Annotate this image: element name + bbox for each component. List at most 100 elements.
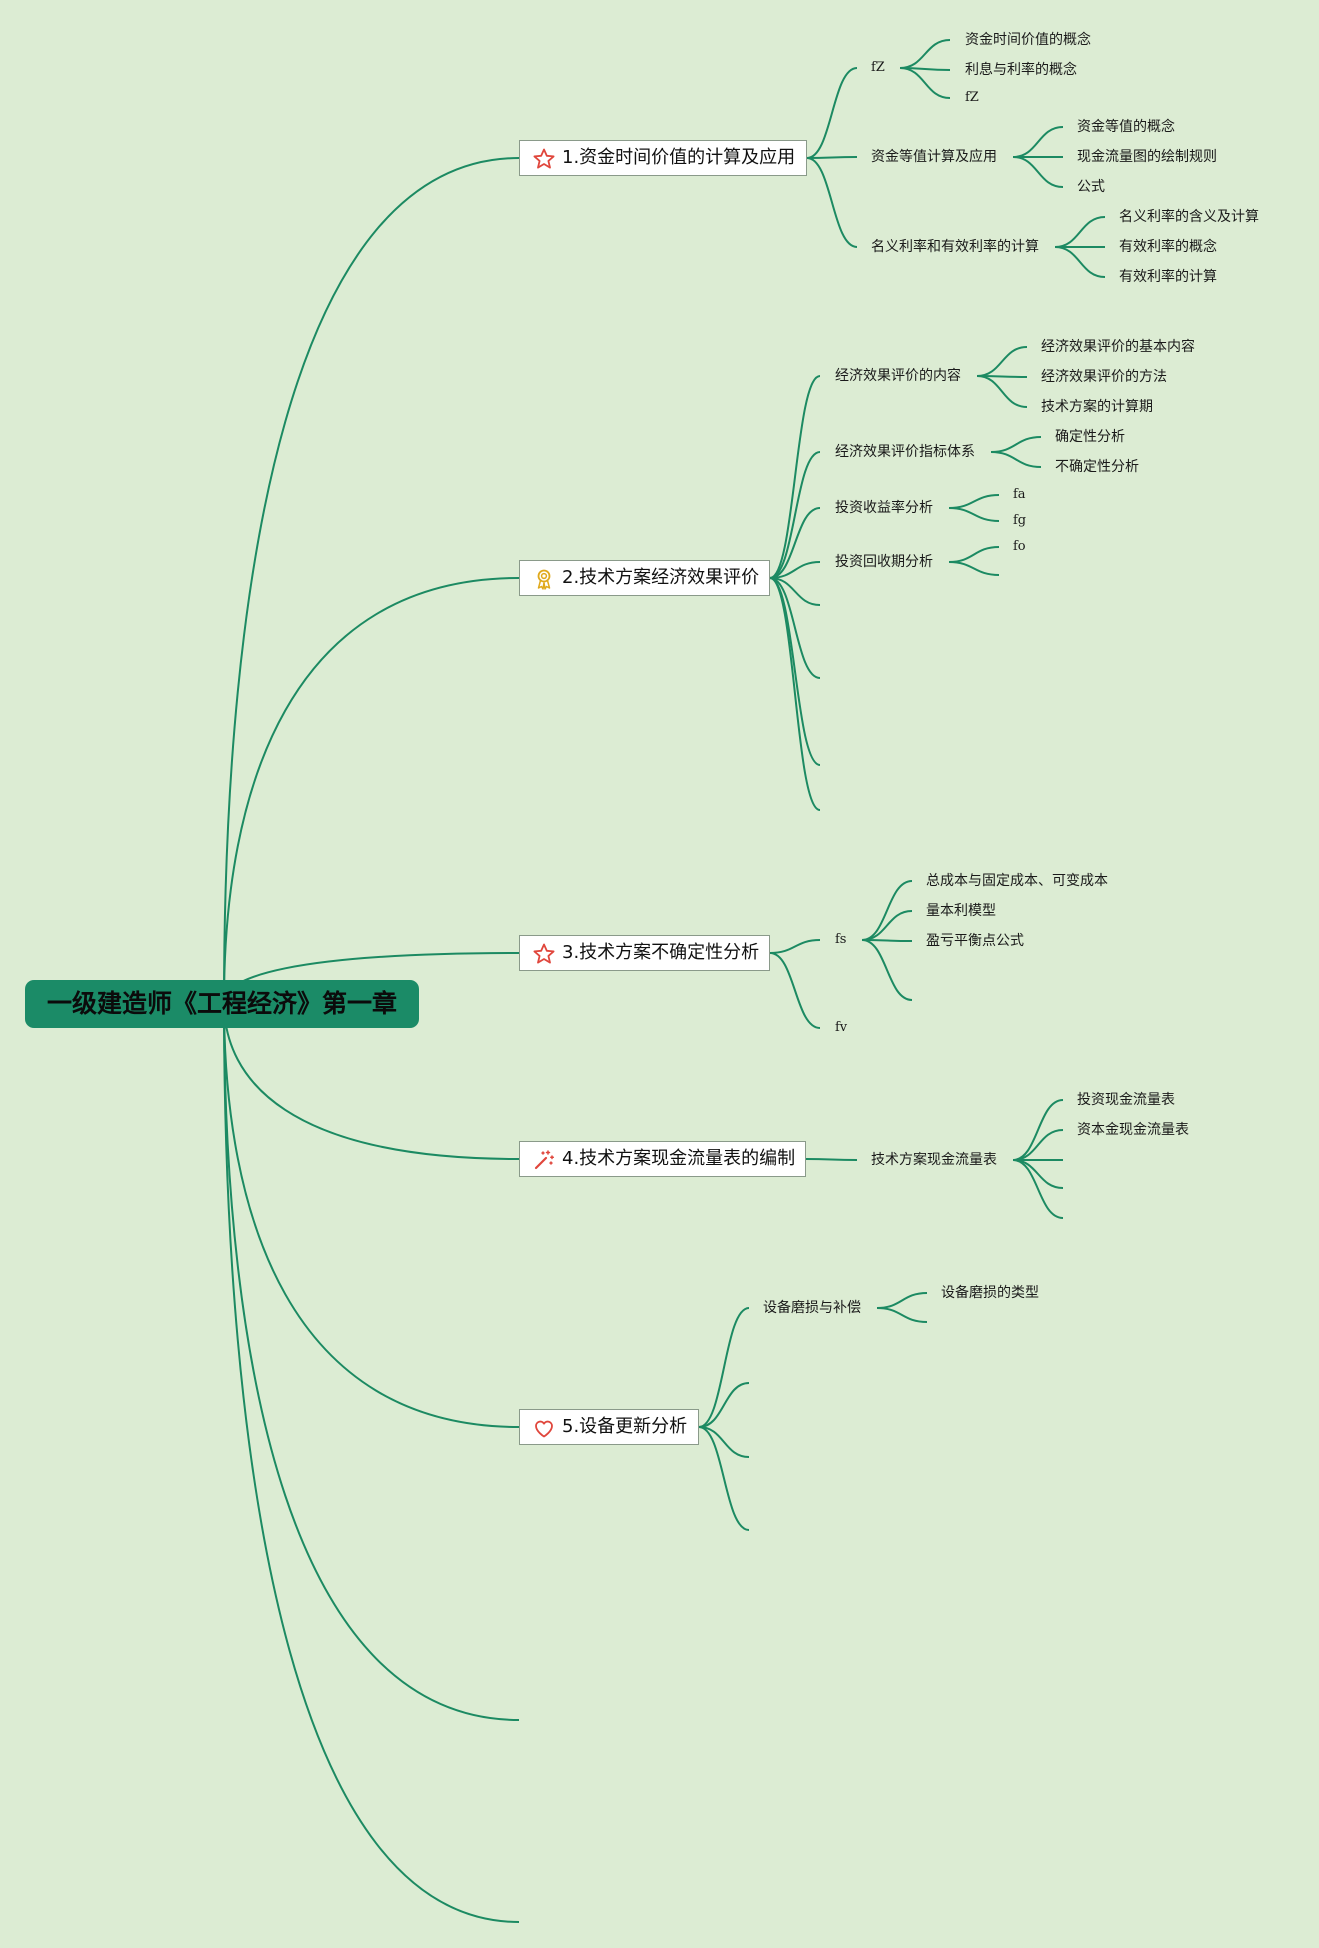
link-branch-2-sub-4 [769, 561, 821, 579]
star-icon [533, 148, 555, 169]
branch-2-sub-4-leaf-1[interactable]: fo [1013, 539, 1026, 554]
branch-2-sub-1-leaf-2[interactable]: 经济效果评价的方法 [1041, 369, 1167, 385]
award-medal-icon [537, 569, 551, 590]
link-root-branch-1 [223, 157, 520, 1003]
branch-5-sub-1-leaf-1[interactable]: 设备磨损的类型 [941, 1285, 1039, 1301]
branch-2-topic[interactable]: 2.技术方案经济效果评价 [519, 560, 770, 596]
branch-3-sub-2[interactable]: fv [835, 1020, 848, 1035]
link-branch-5-sub-3 [698, 1426, 750, 1458]
link-branch-3-sub-2 [769, 952, 821, 1029]
link-branch-2-sub-3-leaf-1 [948, 494, 1000, 509]
link-root-branch-2 [223, 577, 520, 1003]
link-branch-1-sub-1-leaf-1 [899, 39, 951, 69]
magic-wand-icon [534, 1150, 555, 1170]
link-branch-3-sub-1-leaf-2 [861, 910, 913, 941]
branch-4-sub-1-leaf-2[interactable]: 资本金现金流量表 [1077, 1122, 1189, 1138]
branch-1-sub-3-leaf-2[interactable]: 有效利率的概念 [1119, 239, 1217, 255]
link-branch-5-sub-1-leaf-2 [876, 1307, 928, 1323]
link-branch-2-sub-4-leaf-1 [948, 546, 1000, 563]
branch-4-sub-1[interactable]: 技术方案现金流量表 [871, 1152, 997, 1168]
link-branch-2-sub-2-leaf-2 [990, 451, 1042, 468]
branch-5-topic[interactable]: 5.设备更新分析 [519, 1409, 699, 1445]
link-branch-2-sub-1 [769, 375, 821, 579]
branch-1-sub-2[interactable]: 资金等值计算及应用 [871, 149, 997, 165]
branch-2-sub-4[interactable]: 投资回收期分析 [835, 554, 933, 570]
link-branch-2-sub-2 [769, 451, 821, 579]
branch-3-label: 3.技术方案不确定性分析 [562, 942, 760, 963]
link-branch-1-sub-1 [806, 67, 858, 159]
branch-1-sub-3[interactable]: 名义利率和有效利率的计算 [871, 239, 1039, 255]
branch-4-sub-1-leaf-1[interactable]: 投资现金流量表 [1077, 1092, 1175, 1108]
link-branch-5-sub-1-leaf-1 [876, 1292, 928, 1309]
link-branch-2-sub-6 [769, 577, 821, 679]
link-branch-4-sub-1-leaf-2 [1012, 1129, 1064, 1161]
branch-1-topic[interactable]: 1.资金时间价值的计算及应用 [519, 140, 807, 176]
root-topic[interactable]: 一级建造师《工程经济》第一章 [25, 980, 419, 1028]
branch-3-topic[interactable]: 3.技术方案不确定性分析 [519, 935, 770, 971]
link-branch-5-sub-2 [698, 1382, 750, 1428]
link-branch-5-sub-4 [698, 1426, 750, 1531]
branch-1-sub-2-leaf-1[interactable]: 资金等值的概念 [1077, 119, 1175, 135]
branch-1-sub-3-leaf-1[interactable]: 名义利率的含义及计算 [1119, 209, 1259, 225]
link-branch-2-sub-7 [769, 577, 821, 766]
link-branch-2-sub-1-leaf-1 [976, 346, 1028, 377]
link-branch-3-sub-1 [769, 939, 821, 954]
link-branch-1-sub-3-leaf-1 [1054, 216, 1106, 248]
link-branch-5-sub-1 [698, 1307, 750, 1428]
link-branch-2-sub-3 [769, 507, 821, 579]
link-branch-4-sub-1-leaf-4 [1012, 1159, 1064, 1189]
branch-1-label: 1.资金时间价值的计算及应用 [562, 147, 796, 168]
branch-1-sub-1-leaf-2[interactable]: 利息与利率的概念 [965, 62, 1077, 78]
branch-2-sub-1-leaf-1[interactable]: 经济效果评价的基本内容 [1041, 339, 1195, 355]
link-branch-1-sub-3-leaf-3 [1054, 246, 1106, 278]
link-root-branch-7 [223, 1001, 520, 1923]
branch-2-sub-1-leaf-3[interactable]: 技术方案的计算期 [1041, 399, 1153, 415]
branch-1-sub-1-leaf-1[interactable]: 资金时间价值的概念 [965, 32, 1091, 48]
link-root-branch-4 [223, 1001, 520, 1160]
branch-2-label: 2.技术方案经济效果评价 [562, 567, 760, 588]
branch-3-sub-1-leaf-1[interactable]: 总成本与固定成本、可变成本 [926, 873, 1108, 889]
link-branch-2-sub-1-leaf-3 [976, 375, 1028, 408]
branch-2-sub-3-leaf-1[interactable]: fa [1013, 487, 1026, 502]
branch-1-sub-2-leaf-3[interactable]: 公式 [1077, 179, 1105, 195]
link-branch-2-sub-4-leaf-2 [948, 561, 1000, 576]
link-branch-3-sub-1-leaf-3 [861, 939, 913, 942]
link-branch-1-sub-1-leaf-3 [899, 67, 951, 99]
link-branch-2-sub-8 [769, 577, 821, 811]
branch-2-sub-2[interactable]: 经济效果评价指标体系 [835, 444, 975, 460]
link-branch-4-sub-1-leaf-5 [1012, 1159, 1064, 1219]
branch-5-label: 5.设备更新分析 [562, 1416, 688, 1437]
branch-2-sub-2-leaf-1[interactable]: 确定性分析 [1055, 429, 1125, 445]
branch-2-sub-1[interactable]: 经济效果评价的内容 [835, 368, 961, 384]
link-branch-1-sub-2-leaf-1 [1012, 126, 1064, 158]
branch-1-sub-1-leaf-3[interactable]: fZ [965, 90, 979, 105]
branch-1-sub-2-leaf-2[interactable]: 现金流量图的绘制规则 [1077, 149, 1217, 165]
link-branch-1-sub-3 [806, 157, 858, 248]
link-branch-4-sub-1-leaf-1 [1012, 1099, 1064, 1161]
branch-2-sub-3[interactable]: 投资收益率分析 [835, 500, 933, 516]
branch-1-sub-1[interactable]: fZ [871, 60, 885, 75]
link-branch-2-sub-3-leaf-2 [948, 507, 1000, 522]
link-root-branch-6 [223, 1001, 520, 1721]
heart-icon [535, 1420, 553, 1438]
link-branch-4-sub-1 [805, 1158, 858, 1161]
branch-4-topic[interactable]: 4.技术方案现金流量表的编制 [519, 1141, 806, 1177]
branch-4-label: 4.技术方案现金流量表的编制 [562, 1148, 796, 1169]
branch-3-sub-1-leaf-2[interactable]: 量本利模型 [926, 903, 996, 919]
star-icon [533, 943, 555, 964]
link-branch-3-sub-1-leaf-4 [861, 939, 913, 1001]
link-branch-2-sub-2-leaf-1 [990, 436, 1042, 453]
branch-2-sub-3-leaf-2[interactable]: fg [1013, 513, 1027, 528]
link-branch-1-sub-2 [806, 156, 858, 159]
branch-3-sub-1-leaf-3[interactable]: 盈亏平衡点公式 [926, 933, 1024, 949]
link-branch-3-sub-1-leaf-1 [861, 880, 913, 941]
link-branch-2-sub-5 [769, 577, 821, 606]
link-branch-1-sub-2-leaf-3 [1012, 156, 1064, 188]
link-root-branch-5 [223, 1001, 520, 1428]
branch-1-sub-3-leaf-3[interactable]: 有效利率的计算 [1119, 269, 1217, 285]
branch-5-sub-1[interactable]: 设备磨损与补偿 [763, 1300, 861, 1316]
branch-2-sub-2-leaf-2[interactable]: 不确定性分析 [1055, 459, 1139, 475]
branch-3-sub-1[interactable]: fs [835, 932, 847, 947]
